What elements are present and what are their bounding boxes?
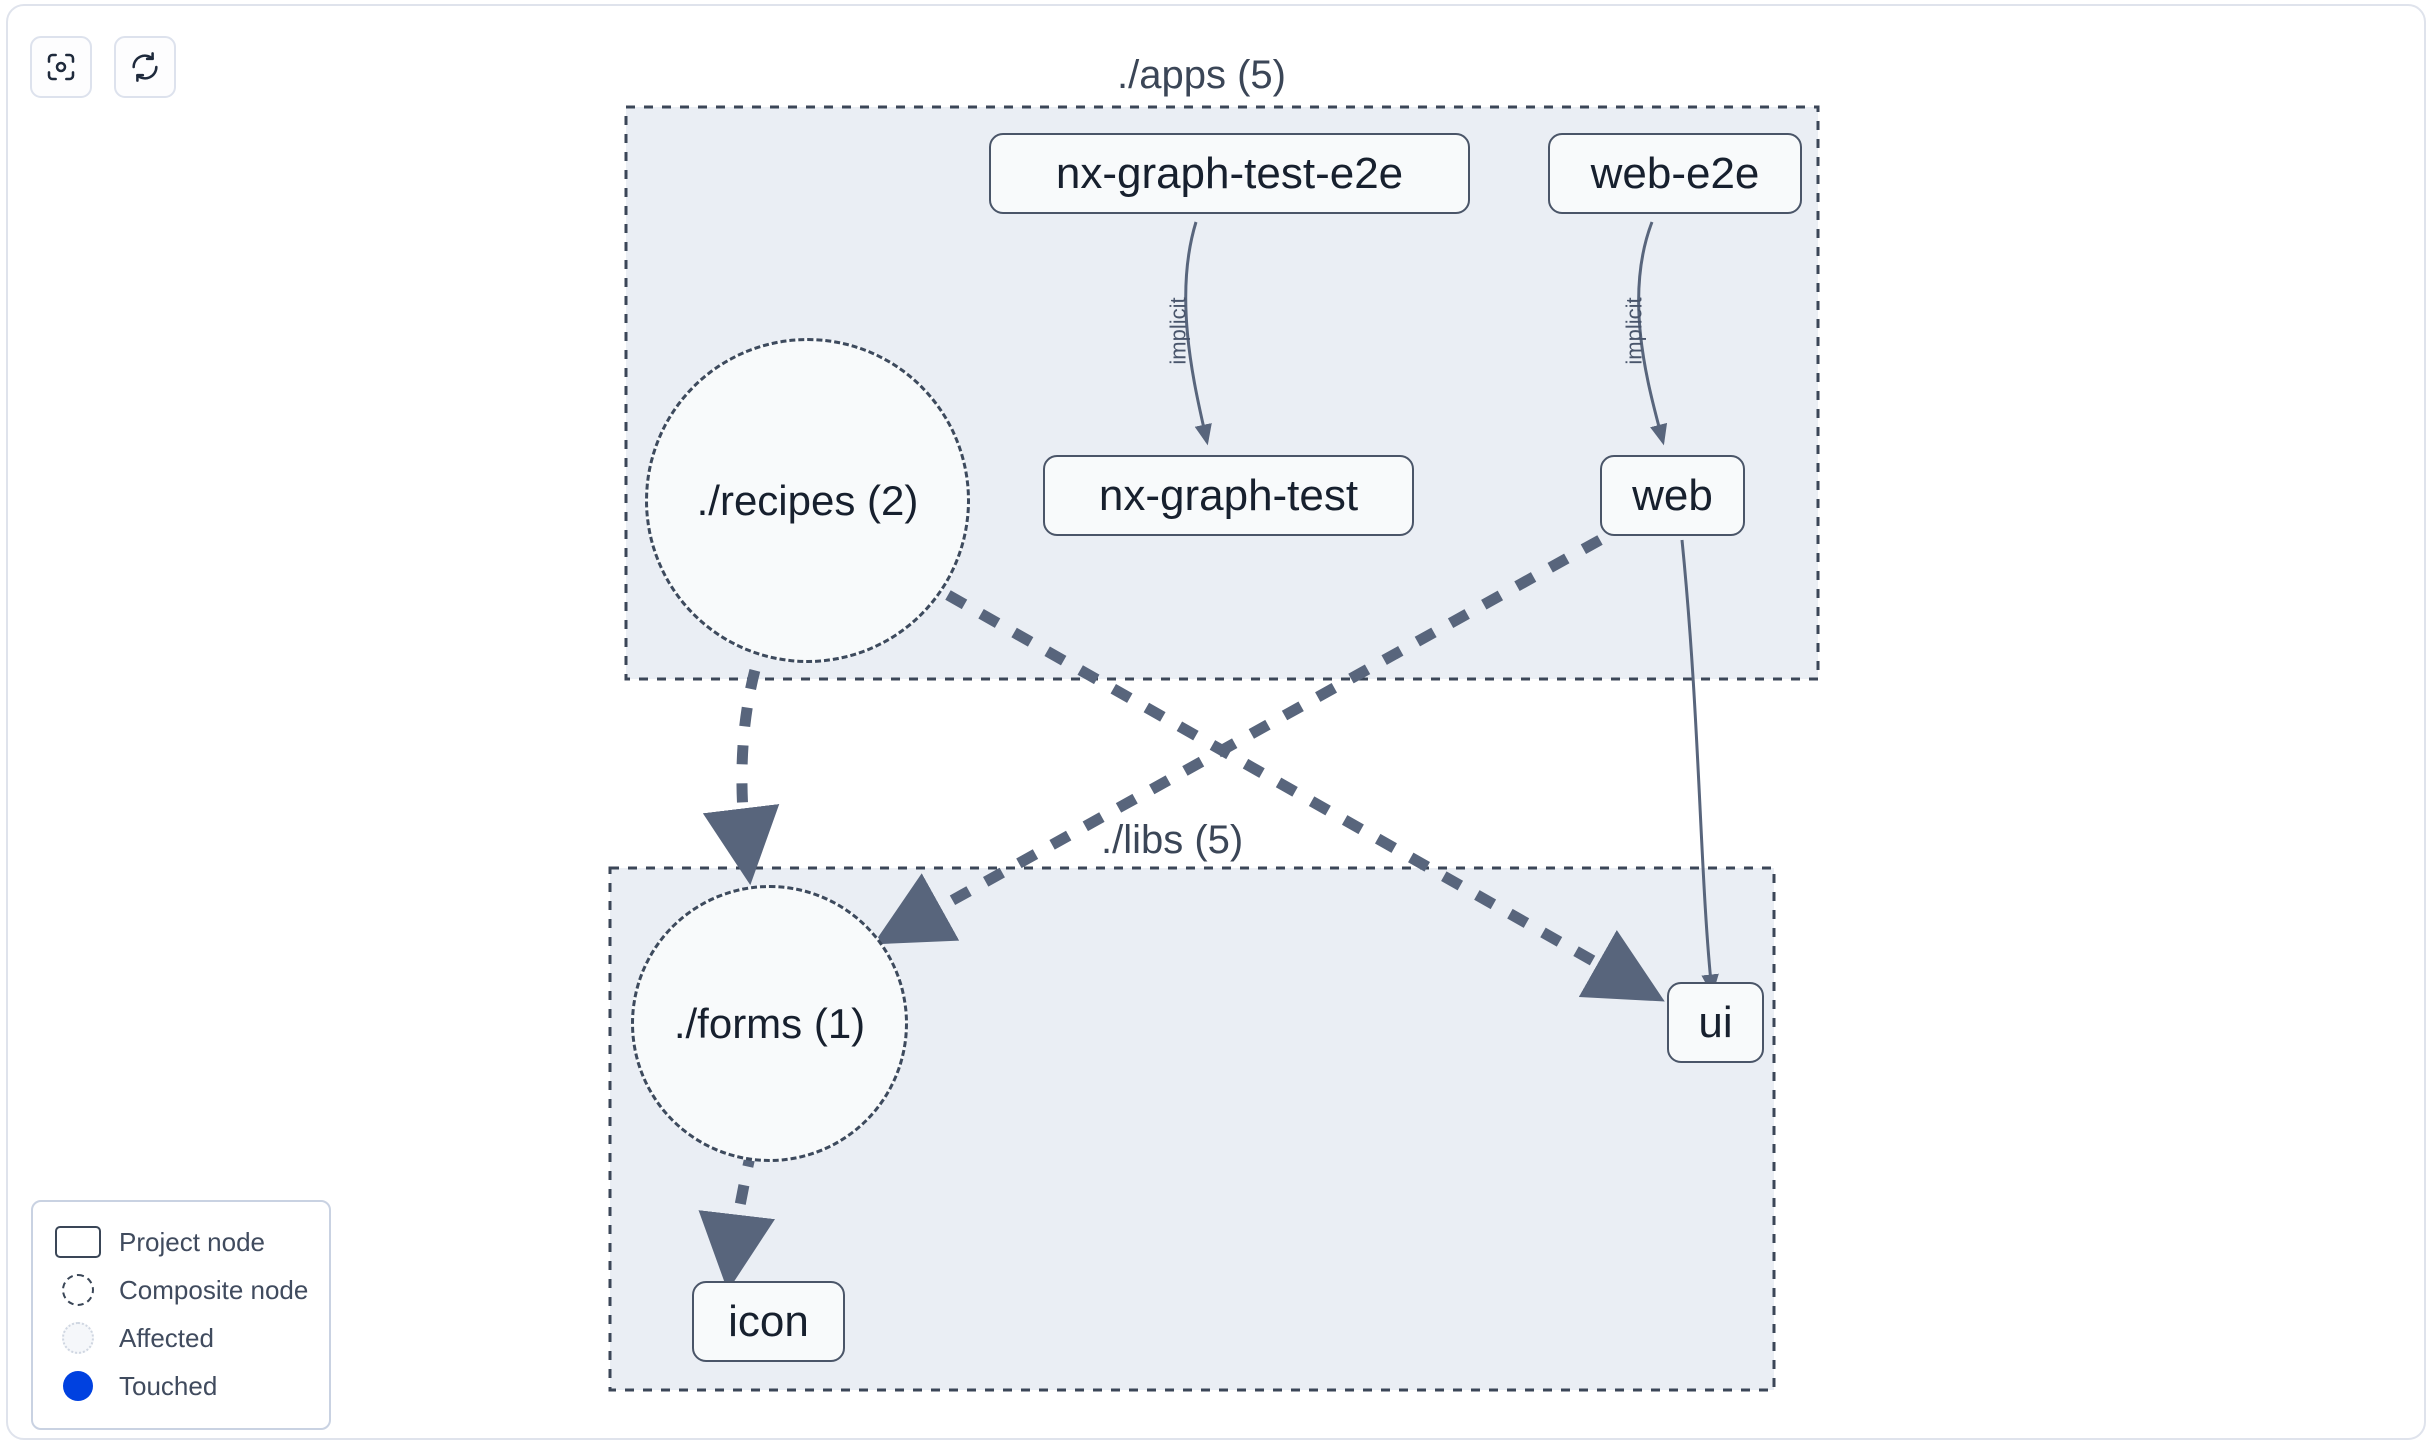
refresh-graph-button[interactable] [114, 36, 176, 98]
node-web-e2e[interactable]: web-e2e [1548, 133, 1802, 214]
group-label-libs: ./libs (5) [1101, 818, 1244, 862]
node-web[interactable]: web [1600, 455, 1745, 536]
edge-label-implicit-web: implicit [1621, 297, 1647, 365]
node-ui[interactable]: ui [1667, 982, 1764, 1063]
graph-legend: Project node Composite node Affected Tou… [31, 1200, 331, 1430]
legend-item-project-node: Project node [51, 1218, 311, 1266]
affected-swatch [51, 1322, 105, 1354]
legend-label: Touched [119, 1370, 218, 1401]
edge-web-e2e-to-web [1637, 221, 1668, 446]
node-forms-composite[interactable]: ./forms (1) [631, 885, 908, 1162]
group-label-apps: ./apps (5) [1117, 53, 1286, 97]
legend-item-affected: Affected [51, 1314, 311, 1362]
composite-node-swatch [51, 1274, 105, 1306]
graph-toolbar [30, 36, 176, 98]
focus-graph-button[interactable] [30, 36, 92, 98]
focus-icon [45, 51, 77, 83]
node-recipes-composite[interactable]: ./recipes (2) [645, 338, 970, 663]
legend-item-touched: Touched [51, 1362, 311, 1410]
legend-label: Composite node [119, 1274, 309, 1305]
edge-web-to-ui [1680, 539, 1719, 996]
edge-forms-to-icon [698, 1146, 775, 1292]
legend-label: Project node [119, 1226, 265, 1257]
edge-label-implicit-nx-graph-test: implicit [1165, 297, 1191, 365]
node-icon[interactable]: icon [692, 1281, 845, 1362]
node-nx-graph-test[interactable]: nx-graph-test [1043, 455, 1414, 536]
edge-recipes-to-forms [702, 632, 780, 886]
refresh-icon [129, 51, 161, 83]
touched-swatch [51, 1371, 105, 1401]
edge-nx-graph-test-e2e-to-nx-graph-test [1184, 221, 1212, 446]
legend-label: Affected [119, 1322, 214, 1353]
legend-item-composite-node: Composite node [51, 1266, 311, 1314]
node-nx-graph-test-e2e[interactable]: nx-graph-test-e2e [989, 133, 1470, 214]
project-node-swatch [51, 1226, 105, 1258]
